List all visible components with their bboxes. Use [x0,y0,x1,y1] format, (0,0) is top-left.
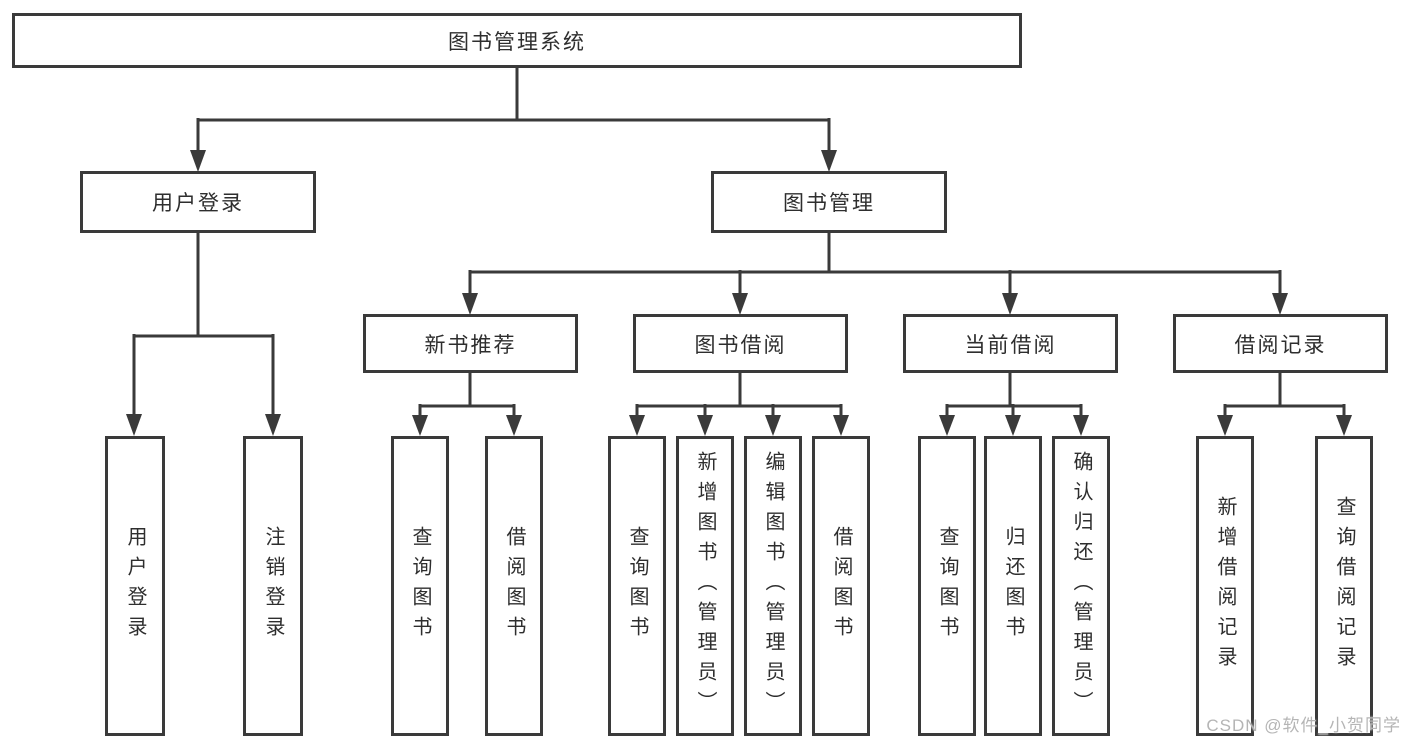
leaf-add-borrow-record: 新增借阅记录 [1196,436,1254,736]
leaf-borrow-books-recommend: 借阅图书 [485,436,543,736]
node-borrow-records: 借阅记录 [1173,314,1388,373]
leaf-label: 归还图书 [1002,526,1024,646]
leaf-query-books-borrow: 查询图书 [608,436,666,736]
connector-new-book-recommend-to-leaves [412,373,522,436]
connector-book-borrow-to-leaves [629,373,849,436]
leaf-label: 编辑图书（管理员） [762,451,784,721]
leaf-query-borrow-record: 查询借阅记录 [1315,436,1373,736]
leaf-add-book-admin: 新增图书（管理员） [676,436,734,736]
leaf-label: 新增借阅记录 [1214,496,1236,676]
leaf-label: 查询借阅记录 [1333,496,1355,676]
connector-current-borrow-to-leaves [939,373,1089,436]
leaf-edit-book-admin: 编辑图书（管理员） [744,436,802,736]
leaf-label: 查询图书 [409,526,431,646]
leaf-label: 确认归还（管理员） [1070,451,1092,721]
leaf-query-books-recommend: 查询图书 [391,436,449,736]
leaf-label: 用户登录 [124,526,146,646]
csdn-watermark: CSDN @软件_小贺同学 [1206,716,1401,735]
leaf-borrow-books-borrow: 借阅图书 [812,436,870,736]
connector-borrow-records-to-leaves [1217,373,1352,436]
node-library-management-system: 图书管理系统 [12,13,1022,68]
connector-book-management-to-level3 [462,233,1288,315]
leaf-return-book: 归还图书 [984,436,1042,736]
leaf-confirm-return-admin: 确认归还（管理员） [1052,436,1110,736]
leaf-label: 查询图书 [936,526,958,646]
leaf-query-books-current: 查询图书 [918,436,976,736]
leaf-logout: 注销登录 [243,436,303,736]
node-current-borrow: 当前借阅 [903,314,1118,373]
node-new-book-recommend: 新书推荐 [363,314,578,373]
leaf-label: 借阅图书 [830,526,852,646]
leaf-label: 借阅图书 [503,526,525,646]
node-book-management: 图书管理 [711,171,947,233]
connector-root-to-level2 [190,68,837,172]
connector-user-login-to-leaves [126,233,281,436]
leaf-label: 注销登录 [262,526,284,646]
leaf-user-login: 用户登录 [105,436,165,736]
leaf-label: 新增图书（管理员） [694,451,716,721]
node-user-login: 用户登录 [80,171,316,233]
node-book-borrow: 图书借阅 [633,314,848,373]
leaf-label: 查询图书 [626,526,648,646]
